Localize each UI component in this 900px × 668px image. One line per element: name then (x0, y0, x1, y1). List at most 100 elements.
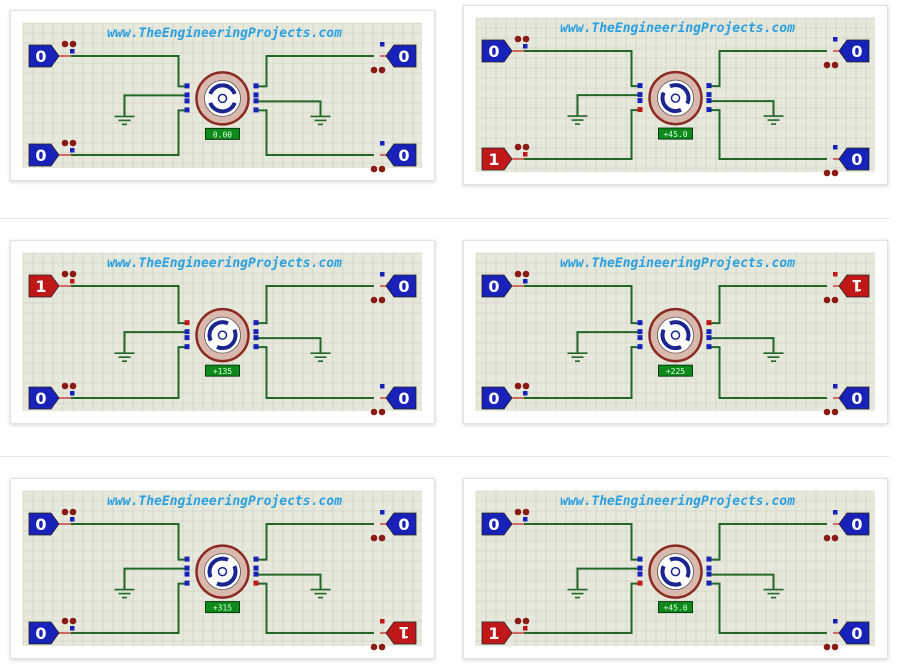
wire-left-bottom (524, 109, 642, 160)
logic-input-bottom-left: 1 (481, 143, 530, 171)
logic-input-bottom-left: 0 (28, 139, 77, 167)
logic-input-top-right: 0 (370, 510, 417, 542)
logic-state-label: 0 (398, 277, 409, 296)
angle-readout-box (658, 364, 693, 377)
panel-5: www.TheEngineeringProjects.com +315 0 0 0 1 (10, 478, 435, 659)
logic-input-top-right: 1 (823, 272, 870, 304)
wire-right-bottom (709, 109, 827, 160)
angle-readout: +225 (666, 367, 685, 376)
stepper-motor (195, 307, 250, 363)
wire-left-bottom (71, 582, 189, 634)
motor-pins (637, 320, 712, 350)
logic-input-bottom-right: 0 (823, 619, 870, 651)
motor-pins (637, 83, 712, 113)
logic-input-bottom-left: 1 (481, 617, 530, 645)
wire-left-common (123, 331, 189, 354)
logic-input-top-right: 0 (370, 42, 417, 74)
logic-state-label: 0 (851, 150, 862, 169)
watermark-url: www.TheEngineeringProjects.com (107, 26, 342, 41)
logic-state-label: 0 (488, 42, 499, 61)
logic-input-top-left: 0 (481, 508, 530, 536)
logic-state-label: 0 (851, 389, 862, 408)
stepper-motor (648, 307, 703, 363)
watermark-url: www.TheEngineeringProjects.com (560, 494, 795, 509)
logic-input-top-left: 1 (28, 270, 77, 298)
grid-lines (475, 17, 875, 172)
angle-readout-box (205, 601, 240, 614)
logic-state-label: 0 (35, 47, 46, 66)
wire-right-bottom (709, 346, 827, 399)
wire-left-bottom (524, 346, 642, 399)
watermark-url: www.TheEngineeringProjects.com (107, 494, 342, 509)
logic-input-top-left: 0 (28, 508, 77, 536)
wires (71, 285, 374, 399)
logic-state-label: 0 (35, 146, 46, 165)
wire-right-top (256, 523, 374, 561)
wire-right-top (256, 285, 374, 325)
wire-right-bottom (256, 582, 374, 634)
logic-input-bottom-right: 0 (823, 384, 870, 416)
logic-state-label: 0 (398, 515, 409, 534)
logic-input-bottom-right: 0 (370, 384, 417, 416)
rotor (207, 556, 238, 587)
ground-right (763, 115, 784, 125)
wire-left-top (71, 285, 189, 325)
wire-left-bottom (524, 582, 642, 634)
logic-state-label: 0 (851, 42, 862, 61)
wire-right-top (709, 523, 827, 561)
logic-input-top-left: 0 (481, 270, 530, 298)
angle-readout: +45.0 (663, 604, 687, 613)
ground-right (310, 115, 331, 126)
wire-left-top (524, 523, 642, 561)
wire-right-common (709, 100, 775, 117)
wire-right-top (256, 55, 374, 88)
wires (71, 523, 374, 634)
logic-input-top-right: 0 (823, 510, 870, 542)
wire-right-top (709, 50, 827, 88)
ground-right (763, 352, 784, 362)
wire-right-bottom (256, 346, 374, 399)
logic-state-label: 0 (35, 389, 46, 408)
ground-left (567, 588, 588, 599)
wire-left-common (123, 567, 189, 590)
motor-pins (184, 320, 259, 350)
logic-state-label: 0 (488, 277, 499, 296)
rotor (207, 320, 238, 351)
logic-state-label: 0 (398, 47, 409, 66)
wire-left-bottom (71, 346, 189, 399)
logic-input-top-left: 0 (28, 40, 77, 68)
logic-input-bottom-left: 0 (28, 382, 77, 410)
wire-right-common (709, 337, 775, 354)
wires (524, 523, 827, 634)
logic-state-label: 1 (398, 623, 409, 642)
logic-state-label: 0 (398, 146, 409, 165)
watermark-url: www.TheEngineeringProjects.com (560, 21, 795, 36)
angle-readout: 0.00 (213, 130, 232, 139)
logic-input-bottom-left: 0 (28, 617, 77, 645)
logic-state-label: 0 (35, 624, 46, 643)
wire-right-common (256, 100, 322, 117)
ground-right (310, 352, 331, 362)
rotor (660, 556, 691, 587)
logic-input-top-right: 0 (823, 37, 870, 69)
logic-state-label: 0 (851, 624, 862, 643)
row-divider-1 (0, 218, 890, 219)
wires (524, 285, 827, 399)
wire-left-common (576, 331, 642, 354)
stepper-motor (648, 70, 703, 126)
angle-readout-box (205, 127, 240, 140)
angle-readout: +135 (213, 367, 232, 376)
watermark-url: www.TheEngineeringProjects.com (560, 256, 795, 271)
ground-right (763, 588, 784, 599)
wire-right-top (709, 285, 827, 325)
angle-readout: +315 (213, 604, 232, 613)
stepper-schematic: www.TheEngineeringProjects.com +315 0 0 0 1 (22, 490, 422, 651)
ground-left (114, 115, 135, 126)
wire-right-common (256, 573, 322, 590)
ground-left (567, 352, 588, 362)
angle-readout-box (658, 127, 693, 140)
